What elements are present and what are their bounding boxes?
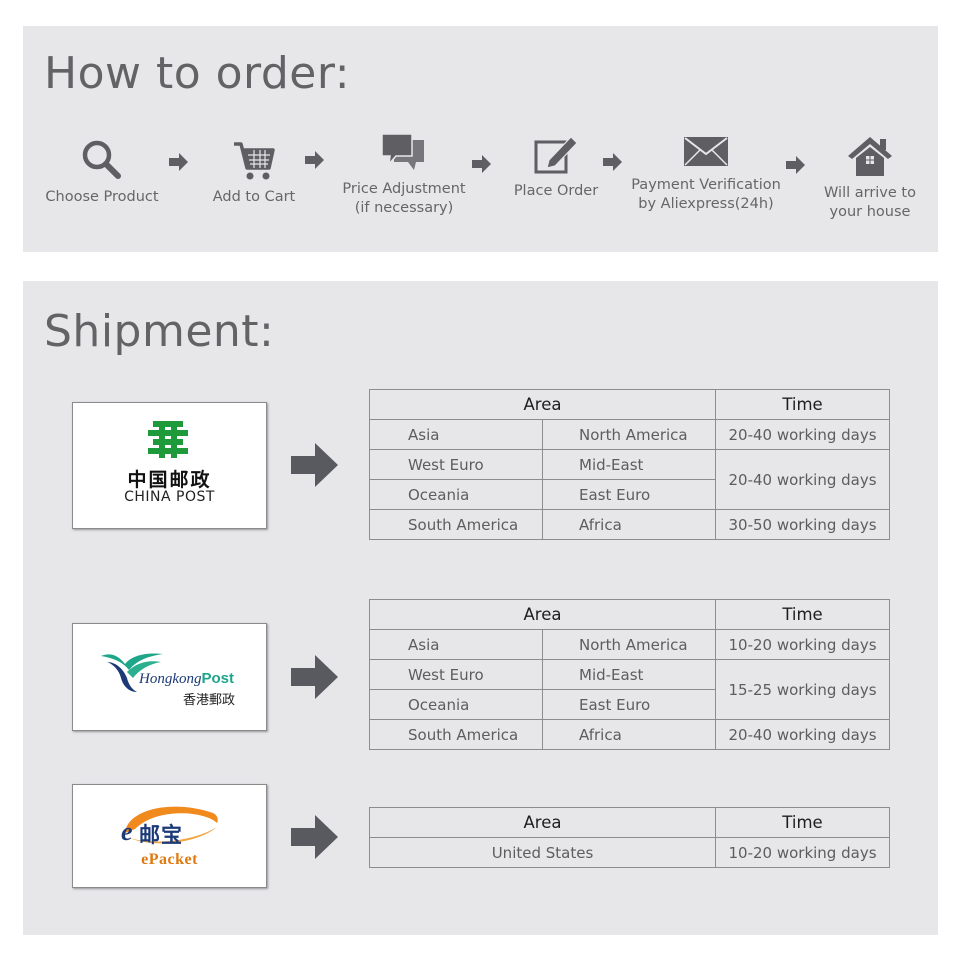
- china-post-table: Area Time Asia North America 20-40 worki…: [368, 389, 891, 540]
- area-cell: United States: [369, 837, 716, 868]
- area-cell: West Euro: [369, 659, 543, 690]
- area-cell: Mid-East: [541, 449, 717, 480]
- area-cell: Oceania: [369, 689, 543, 720]
- house-icon: [848, 137, 892, 176]
- arrow-right-icon: [603, 153, 622, 171]
- area-header: Area: [369, 807, 716, 838]
- table-row: Asia North America 20-40 working days: [369, 419, 891, 450]
- china-post-logo: 中国邮政 CHINA POST: [72, 402, 267, 529]
- time-cell: 20-40 working days: [715, 719, 891, 750]
- step-label: Add to Cart: [212, 189, 296, 205]
- cart-icon: [234, 142, 275, 180]
- area-cell: South America: [369, 719, 543, 750]
- table-row: United States 10-20 working days: [369, 837, 890, 868]
- epacket-en-name: ePacket: [141, 851, 198, 868]
- epacket-e-letter: e: [121, 817, 133, 846]
- time-cell: 30-50 working days: [715, 509, 891, 540]
- area-cell: Asia: [369, 419, 543, 450]
- chat-icon: [381, 133, 424, 170]
- table-row: West Euro Mid-East 20-40 working days: [369, 449, 891, 510]
- table-row: West Euro Mid-East 15-25 working days: [369, 659, 891, 720]
- hongkong-post-en-part2: Post: [201, 670, 235, 687]
- time-cell: 15-25 working days: [715, 659, 891, 720]
- step-label: Choose Product: [45, 189, 159, 205]
- area-cell: West Euro: [369, 449, 543, 480]
- step-label: Will arrive to: [824, 185, 916, 201]
- area-cell: Africa: [541, 719, 717, 750]
- arrow-right-icon: [472, 155, 491, 173]
- step-label-note: by Aliexpress(24h): [638, 196, 774, 212]
- step-label: Payment Verification: [631, 177, 781, 193]
- area-cell: North America: [541, 629, 717, 660]
- step-label-note: (if necessary): [354, 200, 454, 216]
- step-price-adjustment: Price Adjustment (if necessary): [329, 132, 479, 218]
- table-row: Oceania East Euro: [369, 689, 890, 720]
- hongkong-post-bird-icon: [101, 653, 163, 692]
- arrow-right-icon: [305, 151, 324, 169]
- area-cell: Mid-East: [541, 659, 717, 690]
- edit-icon: [534, 136, 578, 174]
- hongkong-post-table: Area Time Asia North America 10-20 worki…: [368, 599, 891, 750]
- china-post-en-name: CHINA POST: [124, 489, 215, 505]
- arrow-right-icon: [291, 655, 338, 699]
- area-cell: Oceania: [369, 479, 543, 510]
- step-payment-verification: Payment Verification by Aliexpress(24h): [621, 134, 791, 214]
- search-icon: [82, 140, 121, 179]
- hongkong-post-en-part1: Hongkong: [139, 671, 202, 687]
- hongkong-post-en-name: HongkongPost: [139, 670, 234, 688]
- time-header: Time: [715, 807, 890, 838]
- how-to-order-panel: How to order: Choose Product Add to Cart…: [23, 26, 938, 252]
- step-choose-product: Choose Product: [37, 138, 167, 207]
- step-place-order: Place Order: [501, 134, 611, 201]
- china-post-emblem-icon: [148, 421, 188, 458]
- step-label: Place Order: [513, 183, 599, 199]
- mail-icon: [684, 137, 728, 166]
- area-cell: Asia: [369, 629, 543, 660]
- time-cell: 20-40 working days: [715, 449, 891, 510]
- table-header-row: Area Time: [369, 807, 890, 838]
- arrow-right-icon: [169, 153, 188, 171]
- epacket-logo: e 邮宝 ePacket: [72, 784, 267, 888]
- step-label: Price Adjustment: [342, 181, 466, 197]
- table-header-row: Area Time: [368, 599, 891, 630]
- area-header: Area: [368, 599, 717, 630]
- how-to-order-title: How to order:: [44, 48, 351, 99]
- table-row: South America Africa 20-40 working days: [369, 719, 891, 750]
- area-header: Area: [368, 389, 717, 420]
- arrow-right-icon: [291, 815, 338, 859]
- step-add-to-cart: Add to Cart: [199, 138, 309, 207]
- area-cell: Africa: [541, 509, 717, 540]
- arrow-right-icon: [786, 156, 805, 174]
- area-cell: East Euro: [541, 479, 717, 510]
- arrow-right-icon: [291, 443, 338, 487]
- hongkong-post-logo: HongkongPost 香港郵政: [72, 623, 267, 731]
- table-row: Oceania East Euro: [369, 479, 890, 510]
- time-header: Time: [715, 389, 891, 420]
- table-header-row: Area Time: [368, 389, 891, 420]
- area-cell: East Euro: [541, 689, 717, 720]
- table-row: Asia North America 10-20 working days: [369, 629, 891, 660]
- time-header: Time: [715, 599, 891, 630]
- epacket-table: Area Time United States 10-20 working da…: [369, 807, 890, 868]
- china-post-cn-name: 中国邮政: [127, 469, 212, 491]
- hongkong-post-cn-name: 香港郵政: [183, 693, 236, 708]
- table-row: South America Africa 30-50 working days: [369, 509, 891, 540]
- step-will-arrive: Will arrive to your house: [805, 134, 935, 222]
- shipment-title: Shipment:: [44, 306, 275, 357]
- time-cell: 10-20 working days: [715, 837, 890, 868]
- step-label-note: your house: [829, 204, 911, 220]
- time-cell: 20-40 working days: [715, 419, 891, 450]
- area-cell: North America: [541, 419, 717, 450]
- epacket-cn-name: 邮宝: [139, 823, 183, 847]
- shipment-panel: Shipment: 中国邮政 CHINA POST Area Time Asia…: [23, 281, 938, 935]
- area-cell: South America: [369, 509, 543, 540]
- time-cell: 10-20 working days: [715, 629, 891, 660]
- epacket-swoosh-icon: [125, 806, 218, 844]
